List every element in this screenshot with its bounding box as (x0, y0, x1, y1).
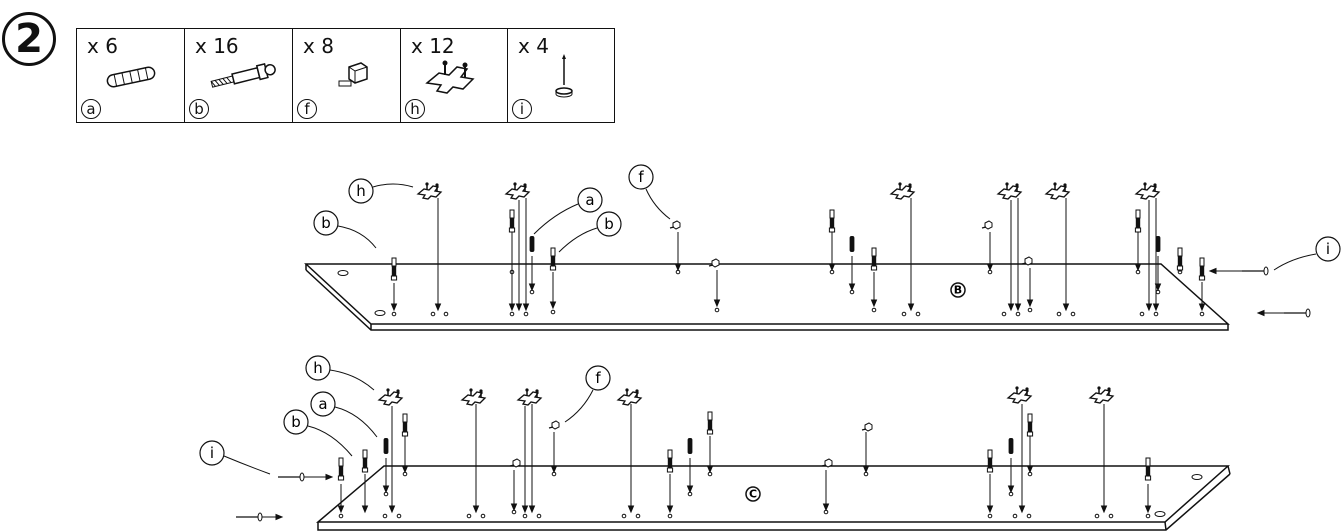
callout-label: b (604, 215, 614, 233)
callout-label: f (595, 369, 601, 387)
nail-glide-icon (555, 54, 573, 98)
part-cell-f: x 8 f (293, 29, 401, 122)
part-cell-i: x 4 i (508, 29, 614, 122)
part-qty: x 16 (195, 34, 239, 58)
cam-bolt-icon (210, 63, 276, 88)
part-letter: a (81, 99, 101, 119)
part-letter: b (189, 99, 209, 119)
part-qty: x 8 (303, 34, 334, 58)
part-letter: h (405, 99, 425, 119)
part-qty: x 12 (411, 34, 455, 58)
panel-b: h b a b f i B (304, 164, 1341, 331)
parts-table: x 6 a x 16 b x 8 (76, 28, 615, 123)
callout-label: a (585, 191, 594, 209)
panel-b-edge (305, 269, 1229, 331)
callout-label: f (638, 168, 644, 186)
callout-label: i (1326, 240, 1330, 258)
part-letter: i (512, 99, 532, 119)
part-cell-b: x 16 b (185, 29, 293, 122)
part-qty: x 6 (87, 34, 118, 58)
callout-label: b (291, 413, 301, 431)
step-number-badge: 2 (2, 12, 56, 66)
callout-label: h (356, 182, 366, 200)
callout-label: i (210, 444, 214, 462)
part-letter: f (297, 99, 317, 119)
part-cell-a: x 6 a (77, 29, 185, 122)
panel-c: h a b f i C (199, 355, 1231, 531)
callout-label: b (321, 214, 331, 232)
shelf-support-icon (338, 62, 368, 87)
panel-c-edge (1164, 521, 1167, 531)
callout-label: a (318, 395, 327, 413)
panel-c-edge (317, 473, 1231, 531)
panel-c-board (315, 465, 1230, 523)
part-cell-h: x 12 h (401, 29, 508, 122)
panel-label-c: C (749, 488, 757, 501)
callout-label: h (313, 359, 323, 377)
part-qty: x 4 (518, 34, 549, 58)
hinge-plate-icon (425, 60, 475, 94)
panel-label-b: B (954, 284, 962, 297)
panel-c-edge (1227, 465, 1231, 475)
dowel-icon (106, 66, 156, 88)
